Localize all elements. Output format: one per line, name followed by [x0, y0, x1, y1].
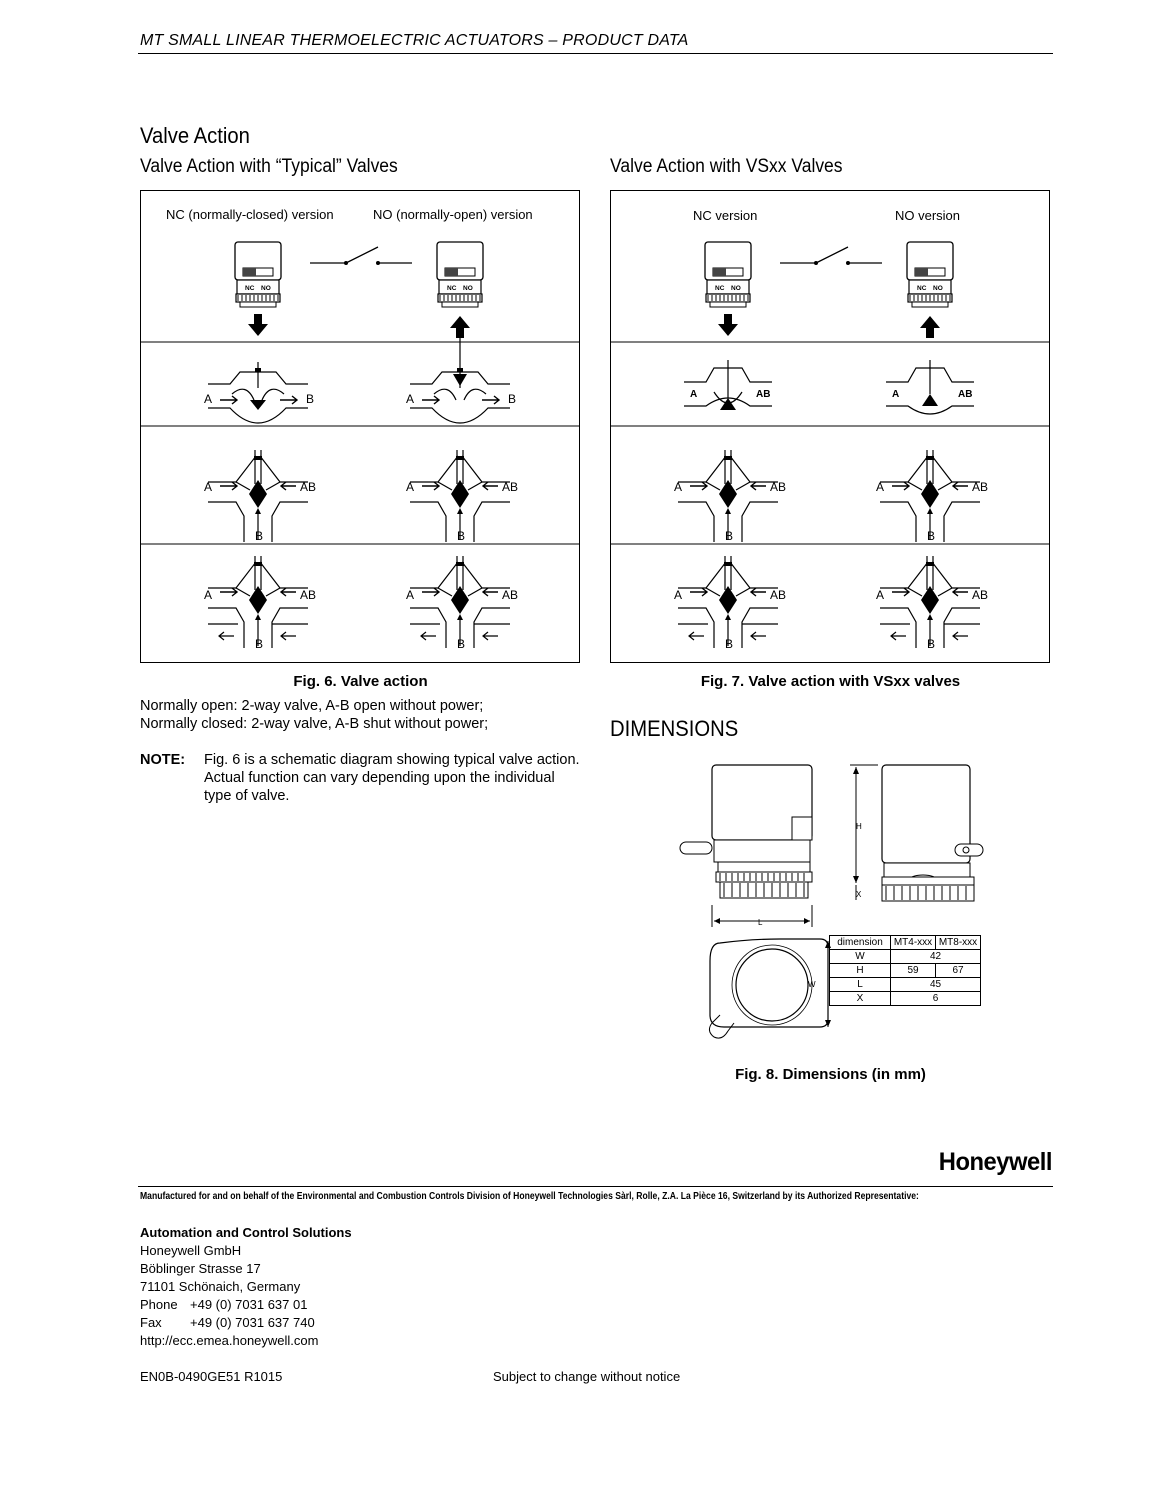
fig8-caption: Fig. 8. Dimensions (in mm) — [735, 1066, 926, 1083]
running-header: MT SMALL LINEAR THERMOELECTRIC ACTUATORS… — [140, 32, 689, 49]
normally-open-text: Normally open: 2-way valve, A-B open wit… — [140, 698, 484, 714]
fig7-caption: Fig. 7. Valve action with VSxx valves — [700, 673, 961, 690]
svg-text:A: A — [674, 480, 682, 494]
manufactured-note: Manufactured for and on behalf of the En… — [140, 1191, 919, 1202]
honeywell-logo: Honeywell — [938, 1148, 1053, 1176]
fig7-diagram: NC version NO version A AB A AB A AB B A… — [610, 190, 1050, 663]
nc-actuator — [234, 241, 282, 308]
svg-text:AB: AB — [502, 588, 518, 602]
svg-text:A: A — [406, 588, 414, 602]
svg-text:B: B — [725, 637, 733, 651]
typical-valves-heading: Valve Action with “Typical” Valves — [140, 156, 398, 177]
valve-action-heading: Valve Action — [140, 123, 250, 148]
normally-closed-text: Normally closed: 2-way valve, A-B shut w… — [140, 716, 489, 732]
note-text: Fig. 6 is a schematic diagram showing ty… — [204, 752, 580, 804]
svg-text:B: B — [306, 392, 314, 406]
svg-text:AB: AB — [502, 480, 518, 494]
vsxx-nc-2way-valve — [684, 360, 772, 410]
svg-text:A: A — [674, 588, 682, 602]
svg-text:L: L — [758, 918, 763, 927]
vsxx-no-2way-valve — [886, 360, 974, 415]
note-label: NOTE: — [140, 752, 186, 768]
no-3way-valve — [409, 449, 511, 543]
svg-text:A: A — [204, 480, 212, 494]
header-rule — [138, 53, 1053, 54]
vsxx-valves-heading: Valve Action with VSxx Valves — [610, 156, 843, 177]
fig7-no-label: NO version — [895, 208, 960, 223]
svg-text:H: H — [856, 822, 862, 831]
svg-text:AB: AB — [770, 480, 786, 494]
fig6-nc-label: NC (normally-closed) version — [166, 207, 334, 222]
change-notice: Subject to change without notice — [493, 1369, 681, 1384]
nc-3way-valve — [207, 449, 309, 543]
svg-text:A: A — [892, 389, 899, 400]
footer-rule — [138, 1186, 1053, 1187]
svg-text:B: B — [508, 392, 516, 406]
svg-text:AB: AB — [972, 480, 988, 494]
svg-text:AB: AB — [770, 588, 786, 602]
svg-text:A: A — [204, 392, 212, 406]
phone-number: +49 (0) 7031 637 01 — [190, 1297, 308, 1312]
svg-text:A: A — [876, 480, 884, 494]
svg-text:A: A — [690, 389, 697, 400]
fig6-diagram: NC (normally-closed) version NO (normall… — [140, 190, 580, 663]
svg-text:A: A — [406, 392, 414, 406]
svg-text:AB: AB — [300, 480, 316, 494]
division-name: Automation and Control Solutions — [140, 1225, 352, 1240]
street-address: Böblinger Strasse 17 — [140, 1261, 261, 1276]
svg-text:A: A — [876, 588, 884, 602]
svg-text:B: B — [457, 529, 465, 543]
svg-text:A: A — [406, 480, 414, 494]
website-link[interactable]: http://ecc.emea.honeywell.com — [140, 1333, 319, 1348]
svg-text:AB: AB — [958, 389, 972, 400]
fax-label: Fax — [140, 1315, 162, 1330]
nc-3way-mixing-valve — [207, 555, 309, 649]
svg-text:AB: AB — [972, 588, 988, 602]
no-actuator — [436, 241, 484, 308]
svg-text:B: B — [255, 529, 263, 543]
fig8-dimension-drawing: L H X W — [679, 764, 984, 1039]
svg-text:B: B — [927, 529, 935, 543]
no-3way-mixing-valve — [409, 555, 511, 649]
svg-text:AB: AB — [300, 588, 316, 602]
dimension-table: dimension MT4-xxx MT8-xxx W 42 H 59 67 L… — [829, 935, 981, 1006]
svg-text:B: B — [255, 637, 263, 651]
fig7-nc-label: NC version — [693, 208, 757, 223]
no-2way-valve — [409, 336, 511, 424]
fig6-caption: Fig. 6. Valve action — [293, 673, 428, 690]
svg-text:AB: AB — [756, 389, 770, 400]
svg-text:X: X — [856, 890, 862, 899]
fig6-no-label: NO (normally-open) version — [373, 207, 533, 222]
nc-2way-valve — [207, 361, 309, 424]
phone-label: Phone — [140, 1297, 178, 1312]
svg-text:W: W — [808, 980, 816, 989]
company-name: Honeywell GmbH — [140, 1243, 242, 1258]
svg-text:B: B — [927, 637, 935, 651]
city-address: 71101 Schönaich, Germany — [140, 1279, 301, 1294]
fax-number: +49 (0) 7031 637 740 — [190, 1315, 315, 1330]
svg-text:B: B — [725, 529, 733, 543]
svg-text:A: A — [204, 588, 212, 602]
document-code: EN0B-0490GE51 R1015 — [140, 1369, 283, 1384]
svg-text:B: B — [457, 637, 465, 651]
dimensions-heading: DIMENSIONS — [610, 716, 739, 741]
